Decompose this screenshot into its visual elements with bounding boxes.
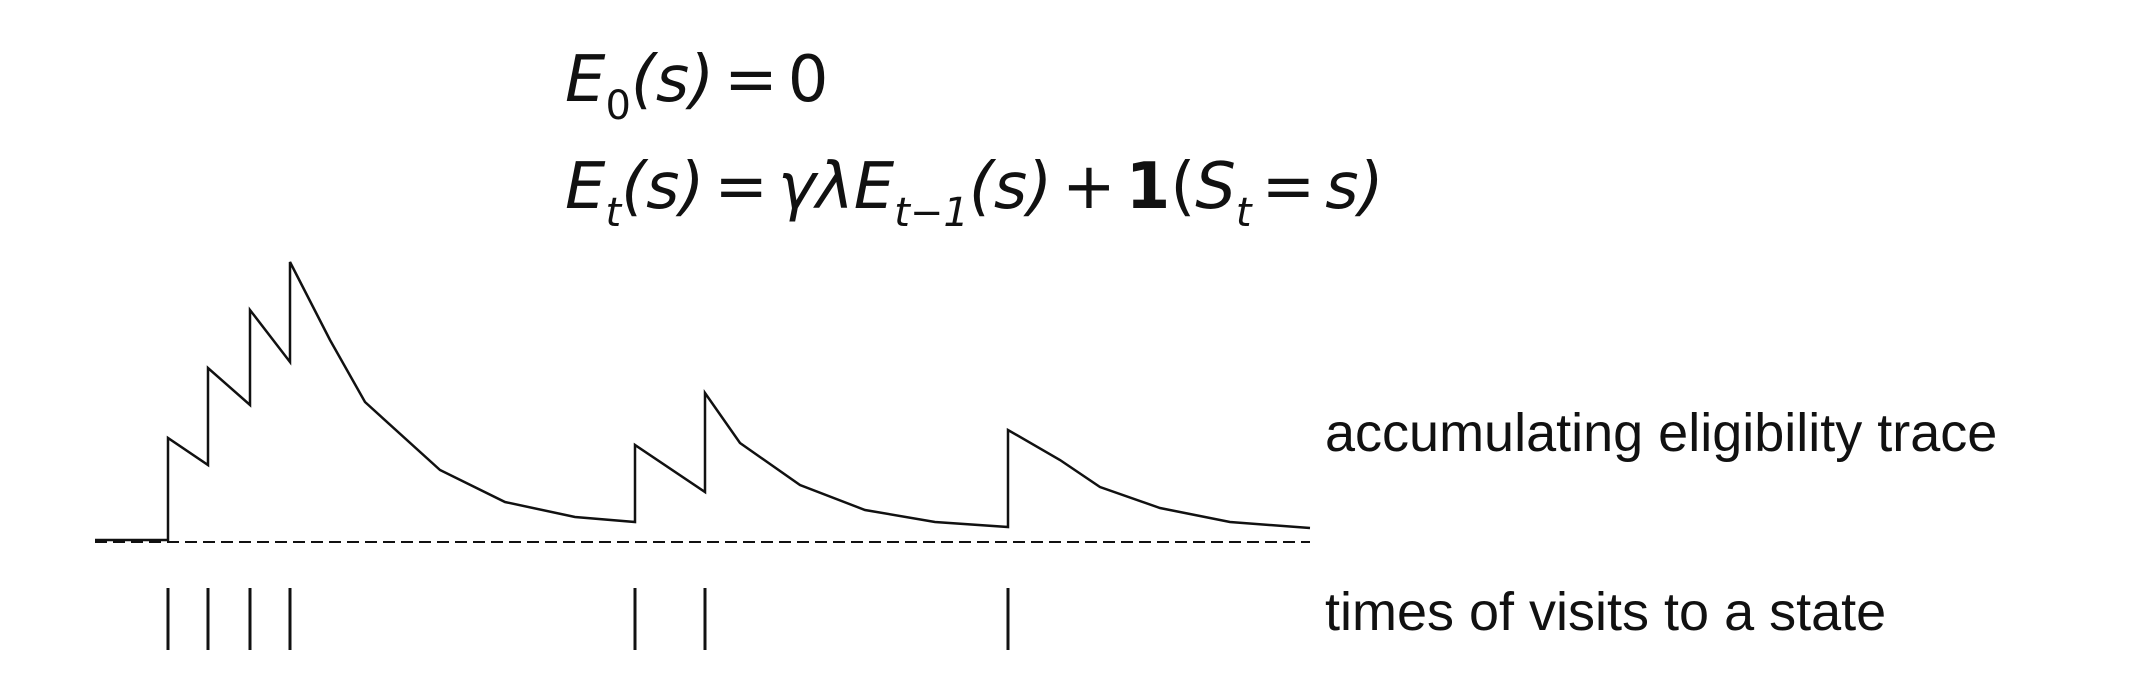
eq1-lhs-argument: (s) [630,43,715,117]
eq2-term-subscript: t−1 [894,190,969,236]
equation-trace-update: Et(s)=γλEt−1(s)+1(St=s) [565,155,1384,233]
eq1-rhs: 0 [787,43,829,117]
trace-label: accumulating eligibility trace [1325,403,1998,463]
eq2-indicator: 1 [1125,150,1171,224]
eq2-term-symbol: E [853,150,895,224]
equation-initial-trace: E0(s)=0 [565,48,829,126]
eq2-indicator-equals: = [1261,150,1316,224]
equations-block: E0(s)=0 Et(s)=γλEt−1(s)+1(St=s) [565,30,1665,260]
eq2-indicator-open: ( [1170,150,1196,224]
trace-curve [95,261,1311,542]
eq2-state-symbol: S [1195,150,1236,224]
eq2-plus: + [1062,150,1116,224]
eq2-lhs-argument: (s) [621,150,705,224]
eq2-indicator-rhs: s) [1325,150,1384,224]
eq2-equals: = [714,150,769,224]
eq1-lhs-subscript: 0 [605,83,631,129]
eq2-lhs-subscript: t [605,190,622,236]
visits-label: times of visits to a state [1325,582,1887,642]
eq1-equals: = [724,43,778,117]
eq2-lhs-symbol: E [565,150,606,224]
visit-ticks [166,588,1010,650]
eq2-gamma-lambda: γλ [778,150,854,224]
eq2-term-argument: (s) [968,150,1053,224]
eq2-state-subscript: t [1235,190,1252,236]
eq1-lhs-symbol: E [565,43,606,117]
